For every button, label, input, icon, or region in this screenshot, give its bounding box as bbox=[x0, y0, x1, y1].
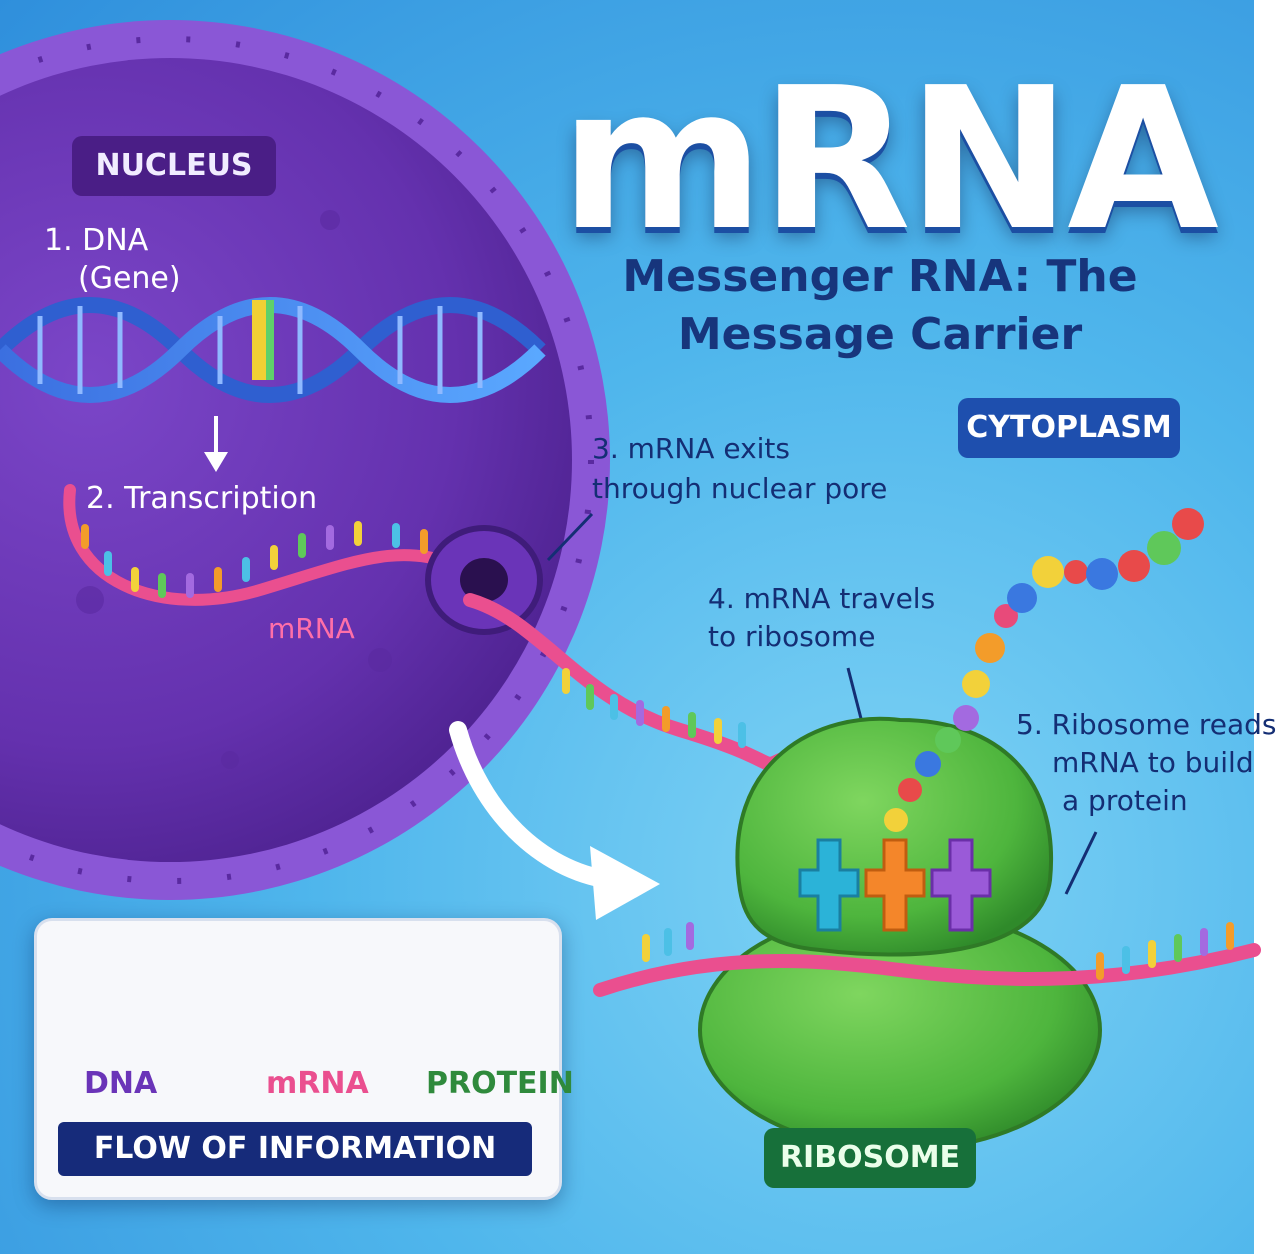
mrna-strand-ribosome bbox=[593, 922, 1261, 997]
dna-base-pairs bbox=[37, 306, 483, 394]
mrna-strand-nucleus bbox=[63, 484, 476, 606]
nucleus bbox=[0, 20, 610, 900]
flow-mrna-label: mRNA bbox=[266, 1066, 369, 1101]
nucleoplasm-speck bbox=[76, 586, 104, 614]
mrna-label: mRNA bbox=[268, 612, 355, 645]
step5-sublabel: mRNA to build bbox=[1052, 746, 1254, 779]
page-title: mRNA bbox=[560, 46, 1219, 274]
trna-molecules bbox=[798, 838, 992, 932]
flow-protein-label: PROTEIN bbox=[426, 1066, 574, 1101]
step1-label: 1. DNA bbox=[44, 223, 149, 258]
nuclear-envelope-inner bbox=[0, 58, 572, 862]
step4-sublabel: to ribosome bbox=[708, 620, 876, 653]
dna-double-helix bbox=[0, 297, 546, 403]
step5-label: 5. Ribosome reads bbox=[1016, 708, 1277, 741]
nucleoplasm-speck bbox=[221, 751, 239, 769]
step2-label: 2. Transcription bbox=[86, 481, 318, 516]
trna-purple bbox=[930, 838, 992, 932]
transcription-arrow bbox=[204, 416, 228, 472]
mrna-nucleotides bbox=[562, 668, 746, 748]
nuclear-pores-ring bbox=[0, 36, 594, 884]
nuclear-pore bbox=[425, 525, 543, 635]
mrna-strand-cytoplasm bbox=[463, 593, 787, 771]
cytoplasm-label: CYTOPLASM bbox=[958, 398, 1180, 458]
trna-blue bbox=[798, 838, 860, 932]
mrna-nucleotides bbox=[81, 521, 428, 598]
trna-orange bbox=[864, 838, 926, 932]
gene-highlight bbox=[252, 300, 266, 380]
gene-highlight bbox=[266, 300, 274, 380]
step3-sublabel: through nuclear pore bbox=[592, 472, 888, 505]
flow-dna-label: DNA bbox=[84, 1066, 158, 1101]
step3-label: 3. mRNA exits bbox=[592, 432, 790, 465]
protein-chain bbox=[884, 508, 1204, 832]
step1-sublabel: (Gene) bbox=[78, 261, 181, 296]
nucleoplasm-speck bbox=[320, 210, 340, 230]
dna-strand-a bbox=[0, 297, 546, 403]
page-subtitle: Messenger RNA: The Message Carrier bbox=[622, 251, 1138, 360]
nucleoplasm-speck bbox=[368, 648, 392, 672]
mrna-nucleotides bbox=[642, 922, 1234, 980]
flow-of-information-caption: FLOW OF INFORMATION bbox=[58, 1122, 532, 1176]
ribosome-label: RIBOSOME bbox=[764, 1128, 976, 1188]
step5-sublabel-2: a protein bbox=[1062, 784, 1188, 817]
nucleus-label: NUCLEUS bbox=[72, 136, 276, 196]
flow-arrow-to-ribosome bbox=[449, 721, 660, 920]
step4-label: 4. mRNA travels bbox=[708, 582, 936, 615]
